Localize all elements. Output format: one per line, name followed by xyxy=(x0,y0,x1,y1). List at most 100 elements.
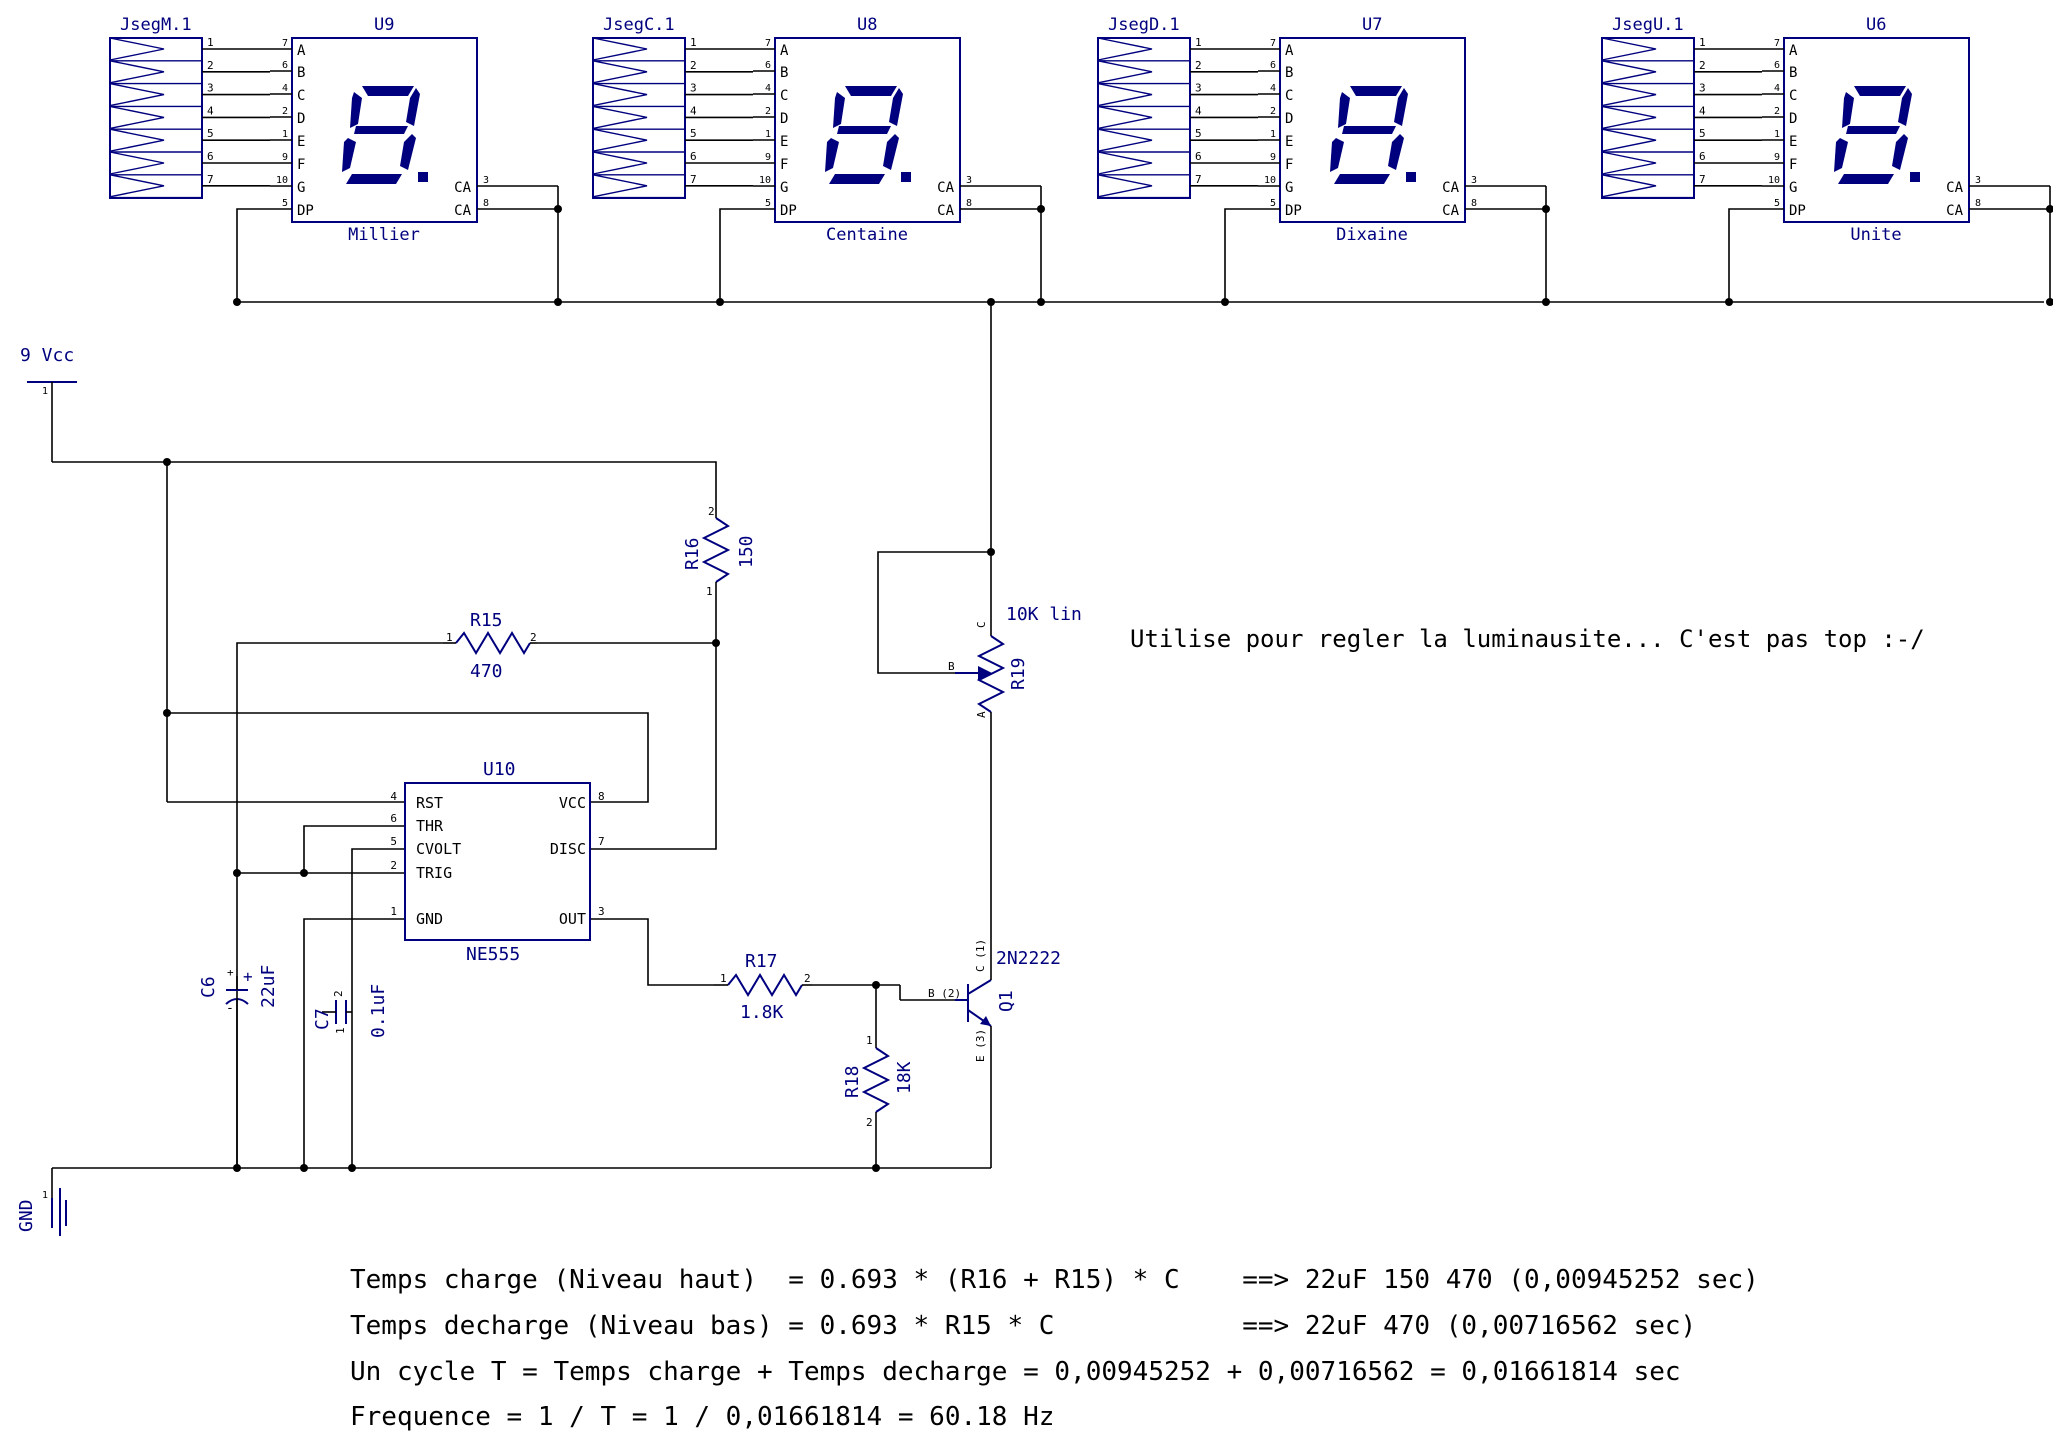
pot-pin-a: A xyxy=(975,711,988,718)
connector-pin-number: 6 xyxy=(1195,150,1202,163)
vcc-label: 9 Vcc xyxy=(20,345,74,366)
wires xyxy=(52,461,992,1169)
r17-ref: R17 xyxy=(745,951,778,972)
segment-pin-label: D xyxy=(1789,111,1797,127)
segment-pin-number: 4 xyxy=(1270,83,1276,94)
c6-minus: - xyxy=(226,1001,234,1016)
transistor-q1: B (2) C (1) E (3) 2N2222 Q1 xyxy=(928,939,1061,1062)
segment-pin-label: A xyxy=(780,43,789,59)
connector-pin-number: 3 xyxy=(1195,82,1202,95)
segment-pin-number: 7 xyxy=(1270,38,1276,49)
c6-plus: + xyxy=(227,966,234,979)
timer-part: NE555 xyxy=(466,944,520,965)
anode-pin-label: CA xyxy=(937,180,954,196)
q1-part: 2N2222 xyxy=(996,948,1061,969)
pin-number: 8 xyxy=(598,790,605,803)
gnd-symbol: 1 GND xyxy=(16,1168,67,1236)
segment-pin-label: DP xyxy=(780,203,797,219)
anode-pin-label: CA xyxy=(454,180,471,196)
segment-pin-number: 9 xyxy=(282,152,288,163)
c7-value: 0.1uF xyxy=(368,984,389,1038)
segment-pin-number: 7 xyxy=(282,38,288,49)
pin-number: 6 xyxy=(390,812,397,825)
anode-pin-label: CA xyxy=(1442,203,1459,219)
formula-line: Frequence = 1 / T = 1 / 0,01661814 = 60.… xyxy=(350,1402,1054,1432)
q1-pin-b: B (2) xyxy=(928,987,961,1000)
r16-value: 150 xyxy=(736,535,757,568)
potentiometer-r19: B C A 10K lin R19 xyxy=(948,604,1082,720)
segment-pin-label: DP xyxy=(297,203,314,219)
formula-line: Un cycle T = Temps charge + Temps dechar… xyxy=(350,1357,1681,1387)
segment-pin-number: 2 xyxy=(765,106,771,117)
display-name: Millier xyxy=(348,225,420,245)
segment-pin-number: 9 xyxy=(1270,152,1276,163)
segment-pin-label: A xyxy=(1789,43,1798,59)
segment-pin-number: 5 xyxy=(1270,198,1276,209)
segment-pin-number: 10 xyxy=(1264,175,1276,186)
vcc-pin-number: 1 xyxy=(42,386,48,397)
resistor-r18: 1 2 R18 18K xyxy=(842,1034,915,1129)
connector-pin-number: 3 xyxy=(1699,82,1706,95)
segment-pin-label: C xyxy=(1285,88,1293,104)
pot-pin-c: C xyxy=(975,621,988,628)
segment-pin-label: E xyxy=(1789,134,1797,150)
connector-pin-number: 1 xyxy=(690,36,697,49)
segment-pin-label: DP xyxy=(1789,203,1806,219)
connector-ref: JsegM.1 xyxy=(120,15,192,35)
ne555-timer: U10 NE555 4 RST 6 THR 5 CVOLT 2 TRIG 1 G… xyxy=(390,759,604,965)
seven-segment-digit xyxy=(1330,86,1416,184)
connector-pin-number: 6 xyxy=(207,150,214,163)
connector-pin-number: 1 xyxy=(1195,36,1202,49)
pin-number: 2 xyxy=(332,990,345,997)
seven-segment-digit xyxy=(825,86,911,184)
pin-number: 1 xyxy=(866,1034,873,1047)
pin-number: 2 xyxy=(390,859,397,872)
pin-number: 7 xyxy=(598,835,605,848)
segment-pin-number: 10 xyxy=(759,175,771,186)
anode-pin-label: CA xyxy=(1442,180,1459,196)
segment-pin-label: F xyxy=(1285,157,1293,173)
r15-ref: R15 xyxy=(470,610,503,631)
display-name: Dixaine xyxy=(1336,225,1408,245)
segment-pin-label: B xyxy=(297,65,305,81)
r15-value: 470 xyxy=(470,661,503,682)
c7-ref: C7 xyxy=(312,1008,333,1030)
pin-number: 5 xyxy=(390,835,397,848)
segment-pin-number: 5 xyxy=(1774,198,1780,209)
timer-ref: U10 xyxy=(483,759,516,780)
segment-pin-label: G xyxy=(1789,180,1797,196)
connector-pin-number: 3 xyxy=(690,82,697,95)
segment-pin-number: 1 xyxy=(1270,129,1276,140)
segment-pin-label: A xyxy=(297,43,306,59)
gnd-label: GND xyxy=(16,1199,37,1232)
segment-pin-label: A xyxy=(1285,43,1294,59)
formula-block: Temps charge (Niveau haut) = 0.693 * (R1… xyxy=(350,1265,1759,1432)
connector-pin-number: 2 xyxy=(1699,59,1706,72)
r16-ref: R16 xyxy=(682,537,703,570)
connector-pin-number: 5 xyxy=(1195,127,1202,140)
gnd-pin-number: 1 xyxy=(42,1190,48,1201)
segment-pin-label: F xyxy=(297,157,305,173)
anode-pin-number: 3 xyxy=(483,175,489,186)
segment-pin-label: E xyxy=(1285,134,1293,150)
connector-pin-number: 7 xyxy=(1699,173,1706,186)
connector-pin-number: 2 xyxy=(1195,59,1202,72)
segment-pin-number: 2 xyxy=(1774,106,1780,117)
segment-pin-label: B xyxy=(1789,65,1797,81)
segment-pin-number: 1 xyxy=(1774,129,1780,140)
anode-pin-number: 8 xyxy=(1471,198,1477,209)
segment-pin-number: 6 xyxy=(282,60,288,71)
anode-pin-label: CA xyxy=(937,203,954,219)
pin-number: 2 xyxy=(866,1116,873,1129)
anode-pin-number: 3 xyxy=(1471,175,1477,186)
segment-pin-number: 7 xyxy=(765,38,771,49)
connector-pin-number: 5 xyxy=(1699,127,1706,140)
anode-pin-label: CA xyxy=(1946,180,1963,196)
display-name: Centaine xyxy=(826,225,908,245)
connector-pin-number: 1 xyxy=(207,36,214,49)
display-ref: U9 xyxy=(374,15,394,35)
